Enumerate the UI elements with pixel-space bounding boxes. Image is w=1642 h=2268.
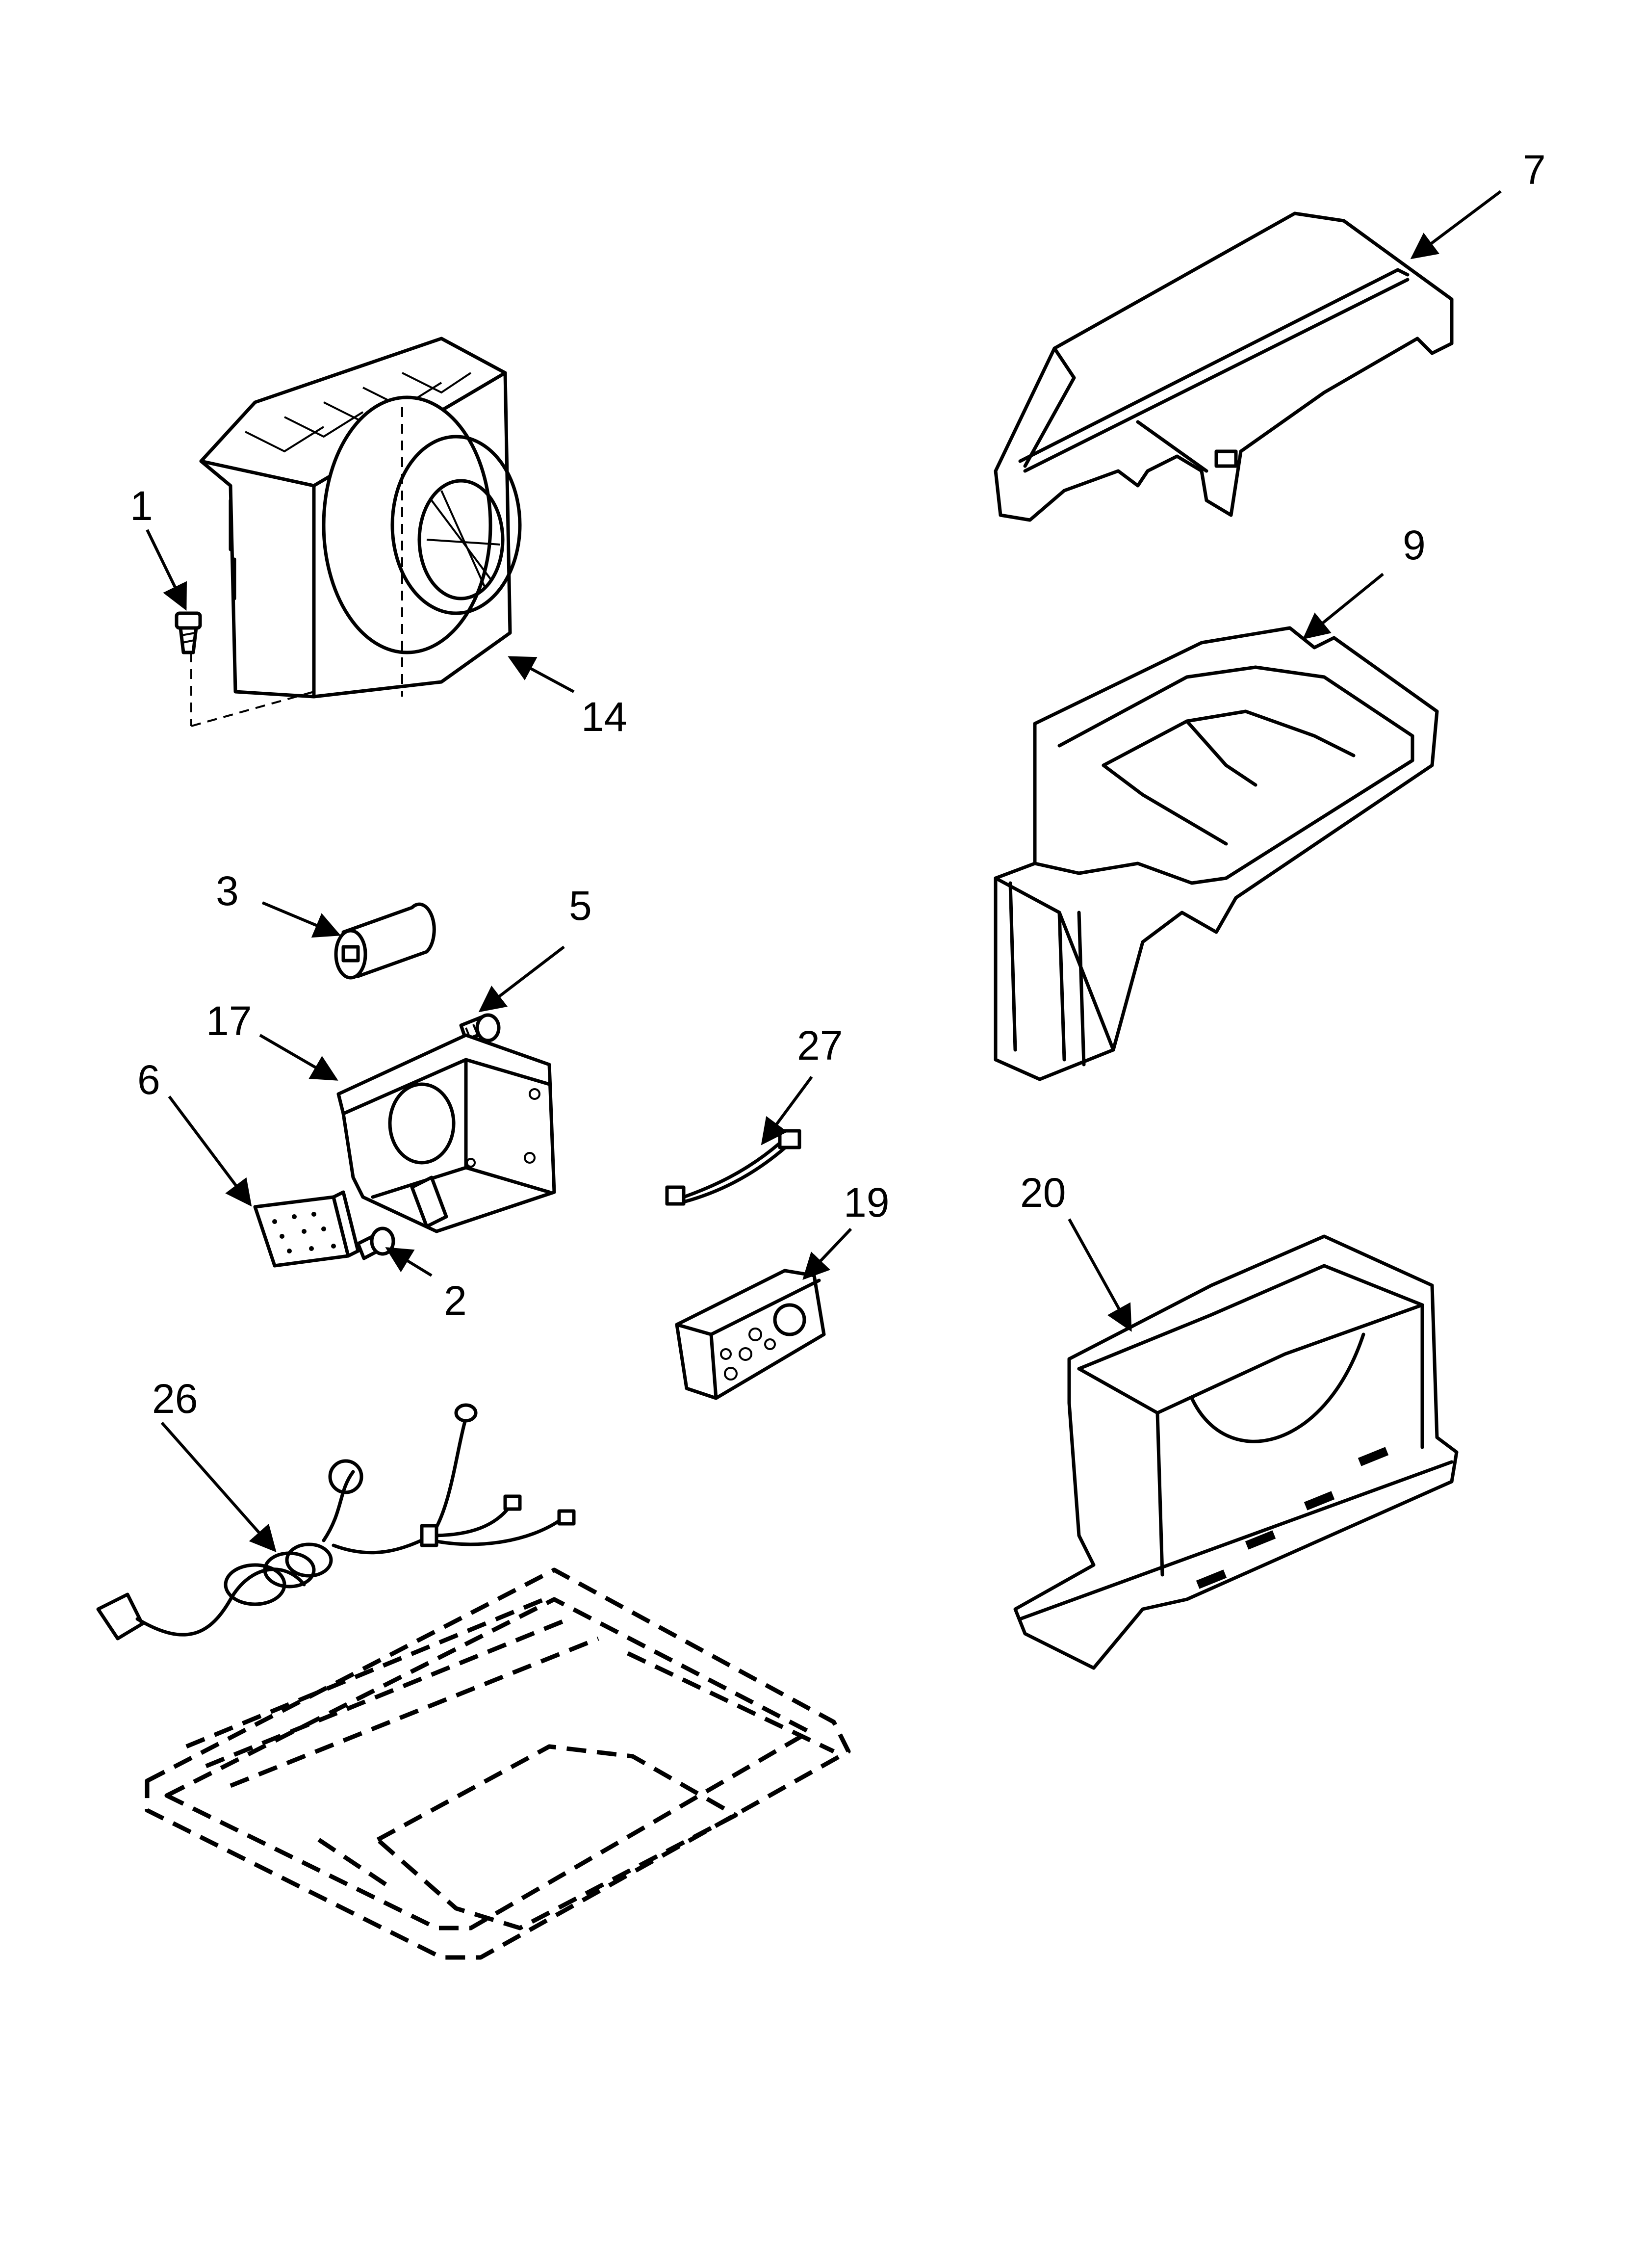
leader-3 (261, 901, 341, 938)
wire-jumper-part-27 (665, 1129, 801, 1206)
control-board-part-19 (675, 1269, 826, 1400)
callout-5: 5 (569, 883, 592, 929)
callout-2: 2 (444, 1277, 467, 1324)
callout-6: 6 (137, 1057, 160, 1103)
base-reference-outline (145, 1567, 851, 1960)
screw-part-2 (356, 1226, 395, 1260)
leader-9 (1302, 573, 1384, 640)
blower-housing-part (190, 337, 522, 727)
callout-26: 26 (152, 1376, 198, 1422)
leader-lines (146, 190, 1502, 1553)
ice-bucket-part-9 (994, 626, 1439, 1081)
callout-27: 27 (797, 1022, 843, 1069)
leader-20 (1068, 1218, 1132, 1332)
leader-27 (761, 1076, 813, 1146)
power-cord-part-26 (96, 1403, 576, 1641)
capacitor-part-3 (334, 902, 436, 980)
leader-2 (385, 1247, 433, 1277)
leader-7 (1410, 190, 1502, 260)
callout-9: 9 (1403, 522, 1426, 568)
leader-17 (259, 1034, 338, 1081)
screw-part-1 (175, 611, 202, 654)
dispenser-tray-part-20 (1013, 1234, 1459, 1670)
callout-17: 17 (206, 998, 252, 1044)
callout-1: 1 (130, 483, 153, 529)
callout-19: 19 (844, 1179, 889, 1225)
bracket-part-17 (336, 1033, 556, 1233)
callout-3: 3 (216, 868, 239, 914)
cover-part-7 (994, 211, 1454, 522)
callout-7: 7 (1523, 147, 1546, 193)
callout-14: 14 (581, 694, 627, 740)
leader-19 (802, 1227, 852, 1280)
foam-block-part-6 (253, 1190, 360, 1268)
callout-20: 20 (1020, 1170, 1066, 1216)
leader-26 (160, 1422, 277, 1553)
leader-14 (508, 656, 575, 693)
leader-6 (168, 1095, 252, 1207)
leader-5 (478, 945, 565, 1013)
leader-1 (146, 529, 187, 611)
